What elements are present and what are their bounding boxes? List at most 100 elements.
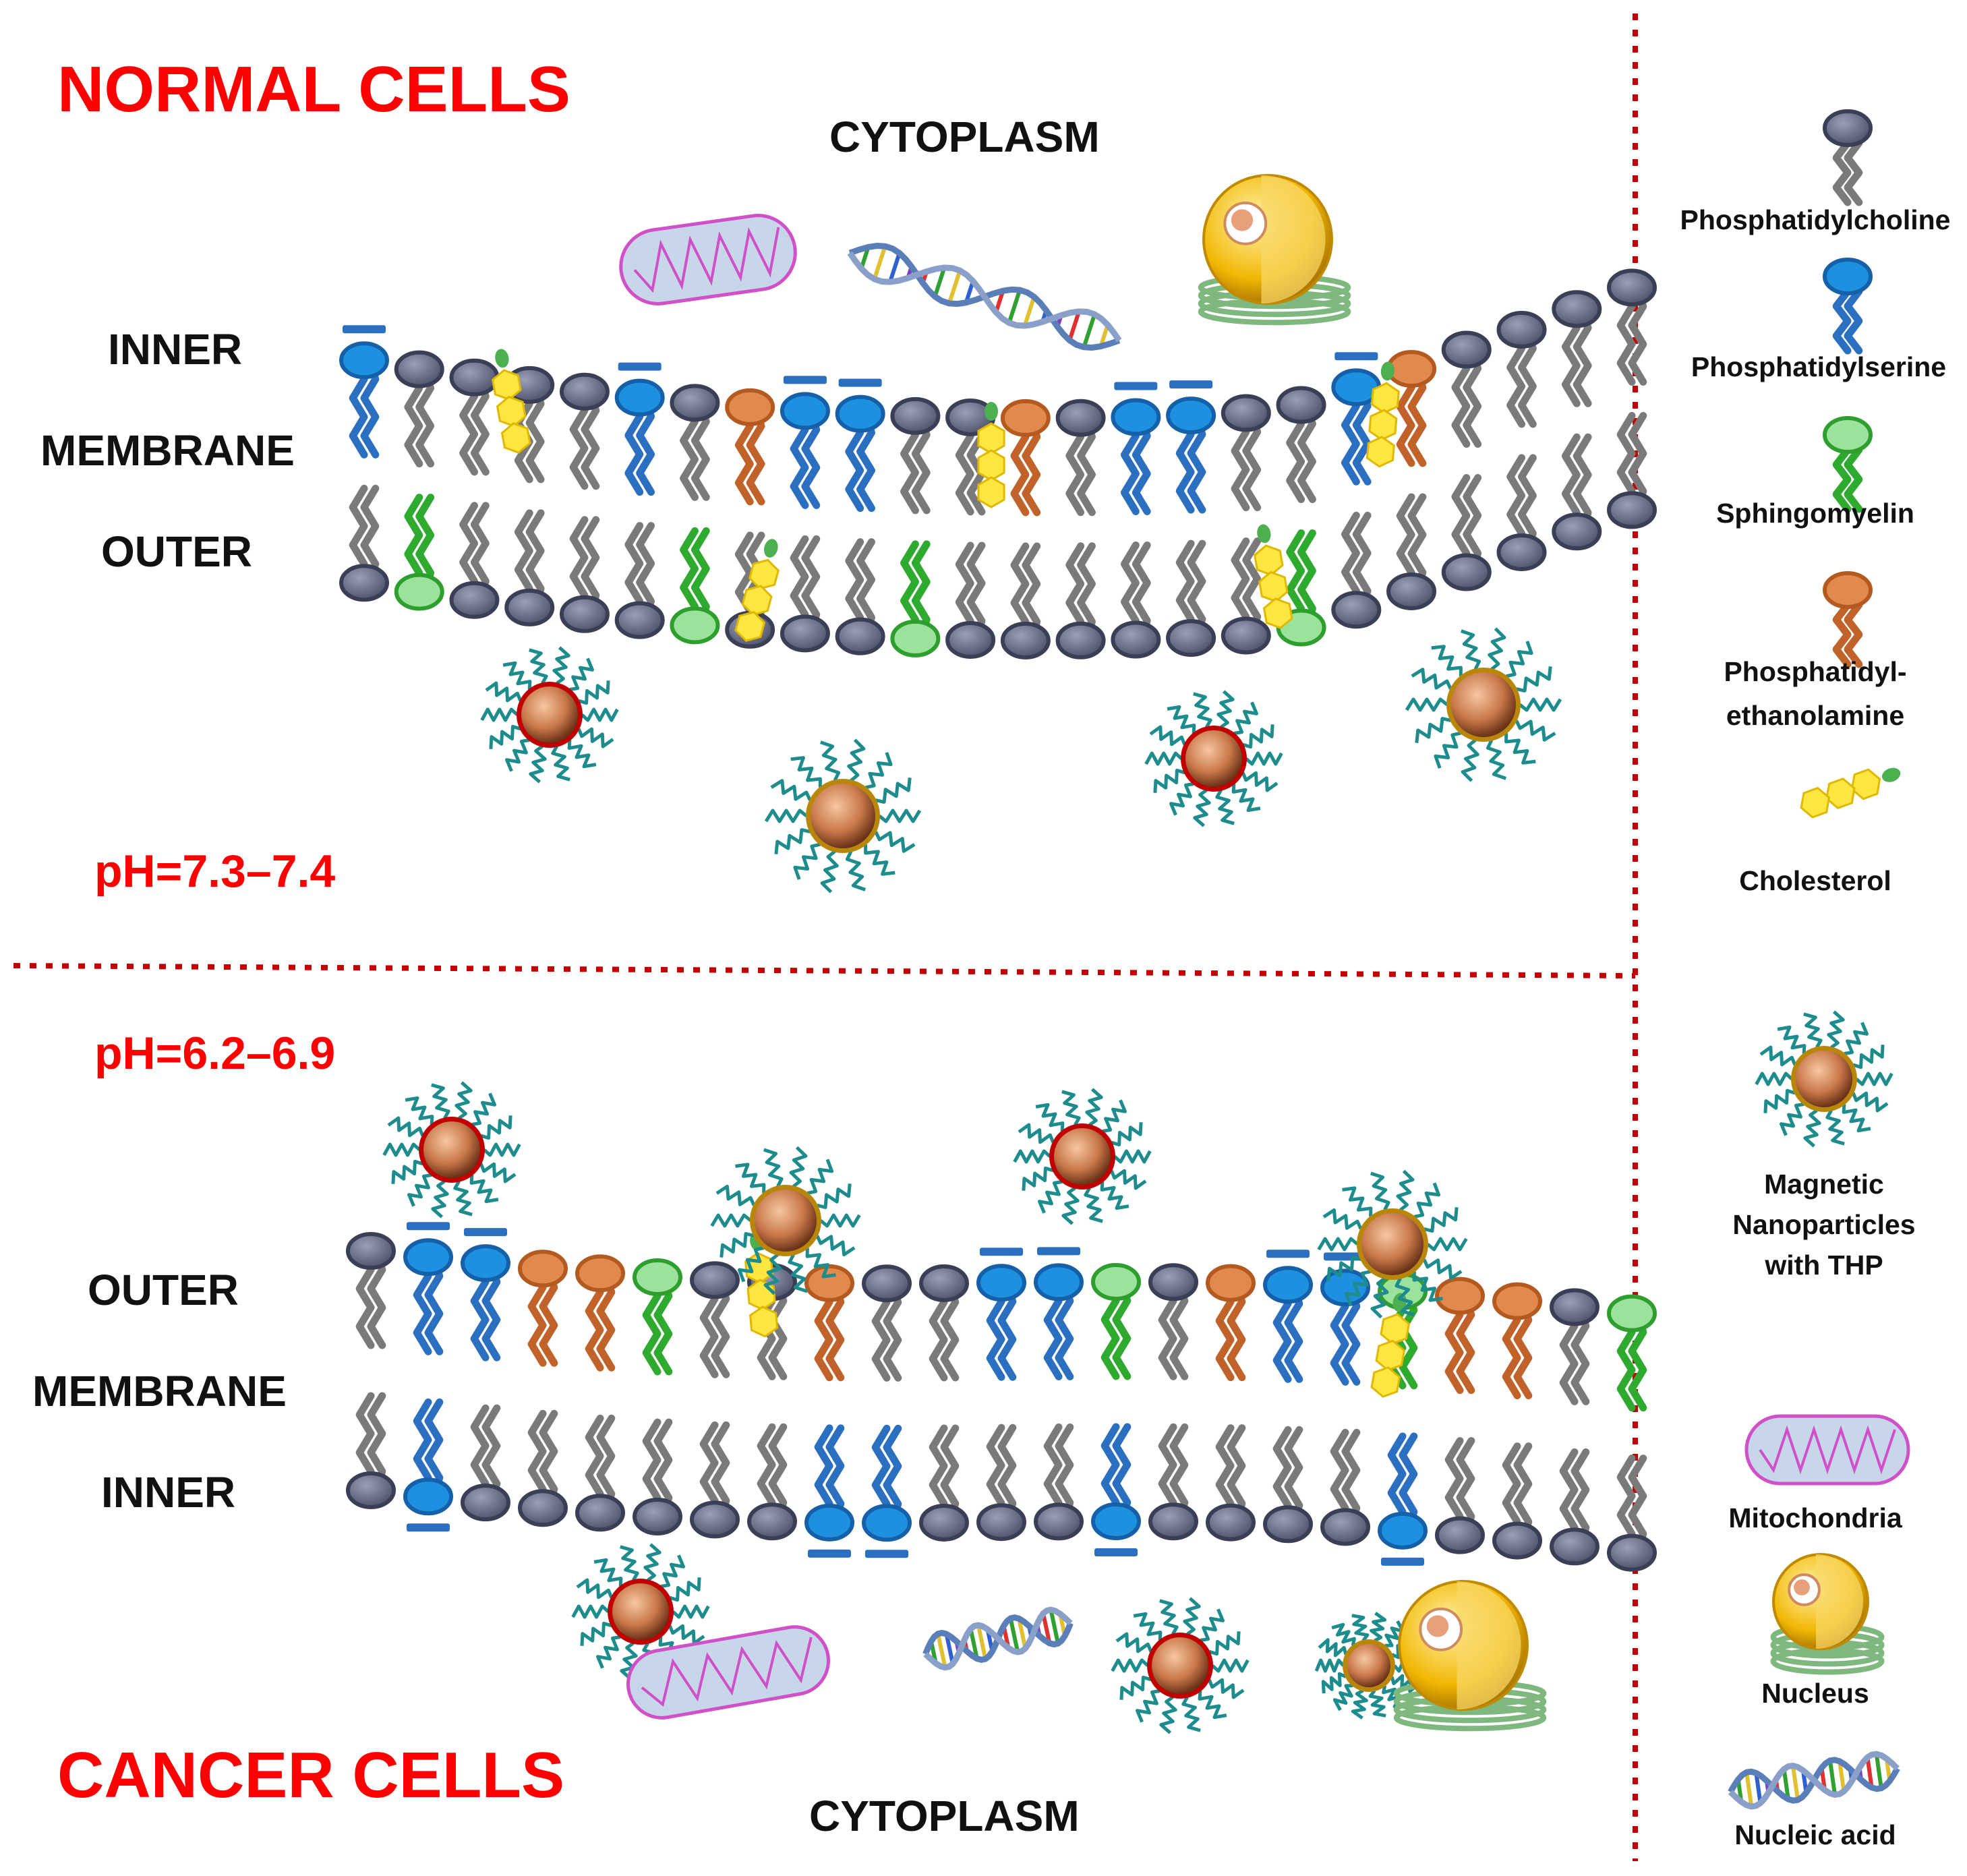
horizontal-divider [13,963,1636,978]
legend-nanoparticles-label-line2: Nanoparticles [1732,1209,1915,1240]
phosphatidylcholine-lipid [575,1414,625,1532]
phosphatidylcholine-lipid [1441,330,1492,448]
normal-membrane-label-bottom: OUTER [101,527,252,576]
negative-charge-mark [838,378,882,387]
sphingomyelin-lipid [1823,416,1873,513]
phosphatidylethanolamine-lipid [575,1254,625,1372]
phosphatidylethanolamine-lipid [1206,1264,1256,1382]
sphingomyelin-lipid [1091,1262,1141,1380]
normal-extracellular-nanoparticles [480,627,1562,893]
negative-charge-mark [1169,380,1213,389]
phosphatidylserine-lipid [976,1248,1026,1381]
phosphatidylserine-lipid [1378,1432,1428,1566]
phosphatidylethanolamine-lipid [1492,1282,1542,1400]
cancer-cells-title: CANCER CELLS [57,1739,564,1811]
negative-charge-mark [1037,1247,1080,1256]
phosphatidylcholine-lipid [1034,1423,1084,1541]
phosphatidylcholine-lipid [1607,268,1657,386]
phosphatidylcholine-lipid [346,1232,396,1349]
cancer-bound-nanoparticles [382,1081,1468,1734]
legend-mitochondria-label: Mitochondria [1728,1502,1903,1533]
magnetic-nanoparticle [1314,1612,1423,1720]
legend-nanoparticles-label-line1: Magnetic [1764,1169,1884,1200]
negative-charge-mark [464,1228,507,1237]
phosphatidylserine-lipid [1823,258,1873,355]
phosphatidylcholine-lipid [862,1264,912,1382]
nucleic-acid [1728,1751,1900,1810]
normal-membrane-bilayer [339,268,1657,659]
phosphatidylcholine-lipid [835,538,885,655]
phosphatidylcholine-lipid [339,484,389,602]
nucleus [1770,1553,1885,1675]
nucleic-acid [922,1606,1074,1671]
sphingomyelin-lipid [670,527,720,645]
phosphatidylcholine-lipid [1221,394,1271,512]
phosphatidylserine-lipid [862,1424,912,1558]
phosphatidylcholine-lipid [518,1409,568,1527]
phosphatidylcholine-lipid [1435,1437,1485,1554]
phosphatidylcholine-lipid [1320,1428,1370,1546]
negative-charge-mark [407,1523,450,1532]
legend-sphingomyelin-label: Sphingomyelin [1716,498,1914,529]
phosphatidylcholine-lipid [690,1261,740,1378]
phosphatidylcholine-lipid [633,1418,682,1536]
phosphatidylserine-lipid [1111,382,1161,515]
phosphatidylserine-lipid [403,1222,453,1355]
legend-cholesterol-label: Cholesterol [1739,865,1891,896]
phosphatidylcholine-lipid [919,1264,969,1382]
phosphatidylcholine-lipid [1550,1448,1599,1566]
normal-cells-title: NORMAL CELLS [57,53,570,125]
magnetic-nanoparticle [1144,690,1283,827]
phosphatidylethanolamine-lipid [725,388,775,506]
legend-nucleus-label: Nucleus [1761,1678,1869,1709]
phosphatidylserine-lipid [804,1424,854,1558]
phosphatidylcholine-lipid [461,1404,510,1522]
magnetic-nanoparticle [480,646,619,784]
cholesterol-molecule [1370,1293,1411,1398]
phosphatidylserine-lipid [1263,1250,1313,1383]
phosphatidylcholine-lipid [945,541,996,659]
phosphatidylcholine-lipid [1331,511,1382,629]
phosphatidylcholine-lipid [670,384,720,501]
cancer-cells-section: pH=6.2–6.9 OUTER MEMBRANE INNER CANCER C… [32,1028,1657,1840]
phosphatidylcholine-lipid [1263,1426,1313,1544]
negative-charge-mark [1334,352,1378,361]
negative-charge-mark [783,376,827,384]
magnetic-nanoparticle [764,738,922,893]
phosphatidylcholine-lipid [1206,1424,1256,1542]
negative-charge-mark [1266,1250,1310,1258]
cholesterol-molecule [1366,361,1400,468]
phosphatidylcholine-lipid [919,1424,969,1542]
phosphatidylethanolamine-lipid [1823,571,1873,668]
magnetic-nanoparticle [571,1543,710,1680]
cholesterol-molecule [1253,524,1293,629]
phosphatidylserine-lipid [461,1228,510,1361]
phosphatidylserine-lipid [1091,1423,1141,1556]
normal-membrane-label-top: INNER [108,325,242,374]
phosphatidylcholine-lipid [1166,539,1216,657]
mitochondrion [1744,1414,1910,1486]
negative-charge-mark [1381,1557,1424,1566]
legend-nanoparticles-label-line3: with THP [1764,1250,1883,1281]
phosphatidylcholine-lipid [1148,1263,1198,1380]
phosphatidylserine-lipid [1166,380,1216,514]
negative-charge-mark [865,1550,908,1558]
phosphatidylcholine-lipid [1496,454,1547,571]
negative-charge-mark [407,1222,450,1231]
phosphatidylserine-lipid [780,376,830,509]
phosphatidylcholine-lipid [780,535,830,653]
mitochondrion [626,1625,830,1720]
phosphatidylethanolamine-lipid [518,1250,568,1367]
phosphatidylserine-lipid [835,378,885,512]
phosphatidylcholine-lipid [449,358,500,476]
negative-charge-mark [1114,382,1158,390]
negative-charge-mark [980,1248,1023,1256]
phosphatidylcholine-lipid [1055,399,1106,517]
legend: Phosphatidylcholine Phosphatidylserine S… [1680,109,1950,1850]
nucleus [1393,1580,1547,1732]
phosphatidylcholine-lipid [1111,541,1161,659]
legend-phosphatidylethanolamine-label-line1: Phosphatidyl- [1724,656,1906,687]
phosphatidylcholine-lipid [1496,310,1547,428]
legend-phosphatidylethanolamine-label-line2: ethanolamine [1726,700,1904,731]
